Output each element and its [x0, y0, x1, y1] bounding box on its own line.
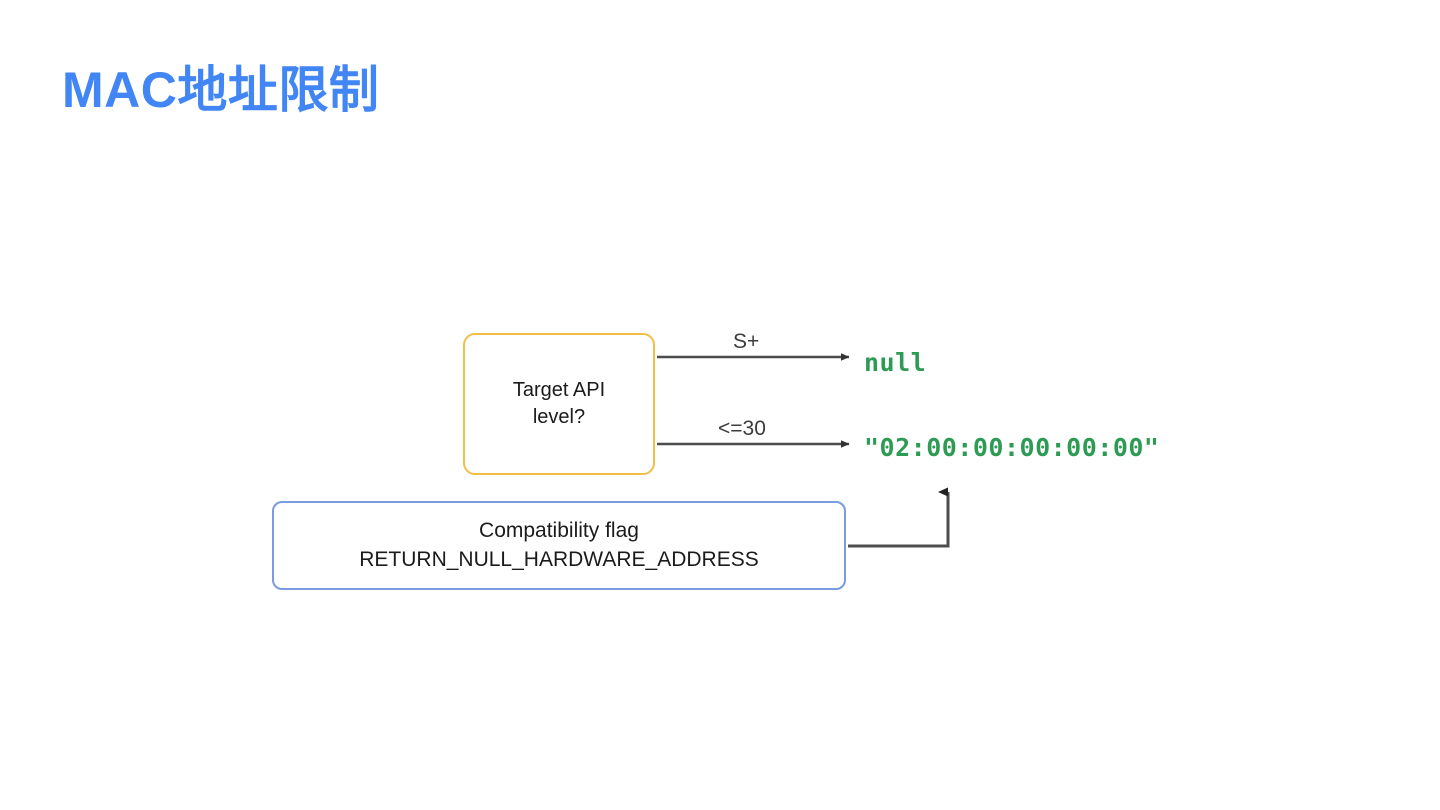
node-decision-label: Target API level? — [512, 379, 606, 428]
node-decision-target-api-level[interactable]: Target API level? — [463, 333, 655, 475]
output-null-value: null — [864, 348, 927, 377]
edge-line-flag-to-mac — [848, 487, 950, 548]
edge-label-lte-30: <=30 — [718, 417, 766, 440]
page-title: MAC地址限制 — [62, 62, 380, 118]
edge-label-s-plus: S+ — [733, 330, 760, 353]
node-compatibility-flag[interactable]: Compatibility flag RETURN_NULL_HARDWARE_… — [272, 501, 846, 590]
output-mac-address-value: "02:00:00:00:00:00" — [864, 433, 1160, 462]
node-compatibility-flag-label: Compatibility flag RETURN_NULL_HARDWARE_… — [359, 518, 759, 571]
